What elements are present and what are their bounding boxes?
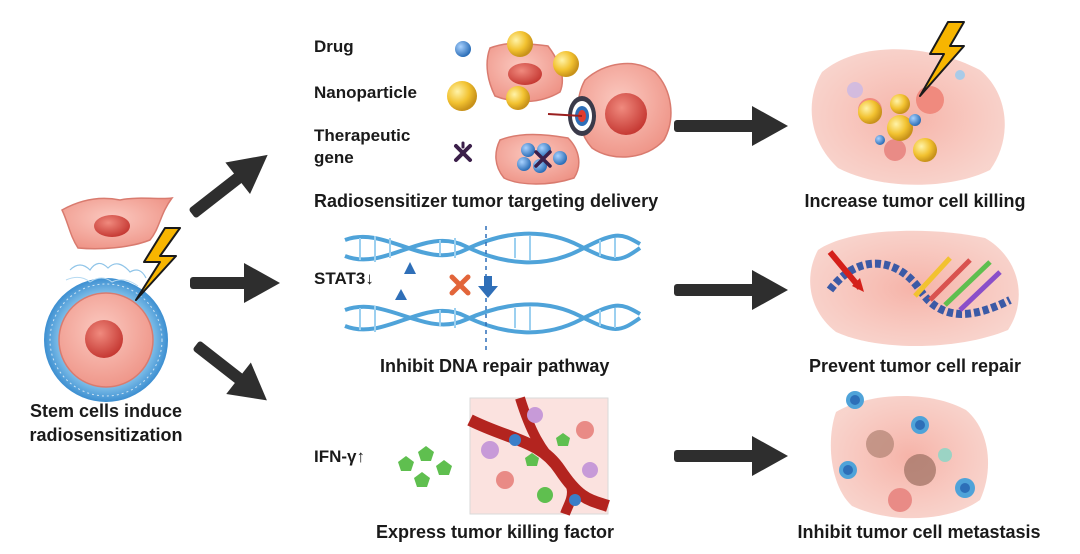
branch-arrows: [189, 154, 280, 401]
legend-nanoparticle-label: Nanoparticle: [314, 83, 417, 102]
killing-factor-caption: Express tumor killing factor: [376, 522, 615, 542]
dna-repair-caption: Inhibit DNA repair pathway: [380, 356, 610, 376]
target-tumor-cell: [577, 62, 672, 158]
legend-gene-label-line2: gene: [314, 148, 354, 167]
stem-cell-caption-line1: Stem cells induce: [29, 401, 183, 421]
blocked-x-icon: [449, 274, 471, 296]
repair-outcome-caption: Prevent tumor cell repair: [808, 356, 1022, 376]
radiation-bolt-icon: [135, 227, 181, 301]
metastasis-outcome-caption: Inhibit tumor cell metastasis: [797, 522, 1041, 542]
dna-helix-bottom: [344, 302, 642, 335]
dna-repair-block-image: [810, 230, 1019, 347]
dna-helix-top: [344, 231, 642, 265]
killing-outcome-caption: Increase tumor cell killing: [804, 191, 1026, 211]
repair-protein-marker: [404, 262, 416, 274]
drug-icon: [455, 41, 471, 57]
arrow-to-metastasis-outcome: [674, 436, 788, 476]
target-bullseye-icon: [547, 96, 596, 136]
nanoparticle-icon: [447, 81, 477, 111]
legend-gene-label-line1: Therapeutic: [314, 126, 411, 145]
repair-protein-marker-2: [395, 289, 407, 300]
therapeutic-gene-icon: [454, 141, 472, 162]
irradiated-stem-cell: [44, 262, 168, 402]
ifn-gamma-marker: IFN-γ↑: [314, 447, 365, 466]
stem-cell-caption-line2: radiosensitization: [29, 425, 183, 445]
legend-drug-label: Drug: [314, 37, 354, 56]
gene-loaded-stem-cell: [495, 133, 580, 185]
metastasis-block-image: [830, 391, 989, 519]
dna-rungs-top: [359, 236, 616, 262]
down-arrow-icon: [478, 276, 498, 298]
stem-cell-flat: [61, 196, 174, 250]
arrow-to-targeting: [189, 154, 268, 218]
arrow-to-repair-outcome: [674, 270, 788, 310]
arrow-to-killing-outcome: [674, 106, 788, 146]
arrow-to-dna-repair: [190, 263, 280, 303]
outcome-bolt-icon: [919, 21, 965, 97]
tumor-killing-image: [811, 49, 1005, 185]
drug-loaded-stem-cell: [486, 31, 579, 110]
arrow-to-killing-factor: [193, 341, 267, 401]
ifn-gamma-pentagons: [398, 446, 452, 487]
stat3-marker: STAT3↓: [314, 269, 374, 288]
targeting-caption: Radiosensitizer tumor targeting delivery: [314, 191, 659, 211]
dna-rungs-bottom: [359, 306, 616, 332]
tumor-microenvironment-image: [467, 396, 610, 516]
outcome-arrows: [674, 106, 788, 476]
